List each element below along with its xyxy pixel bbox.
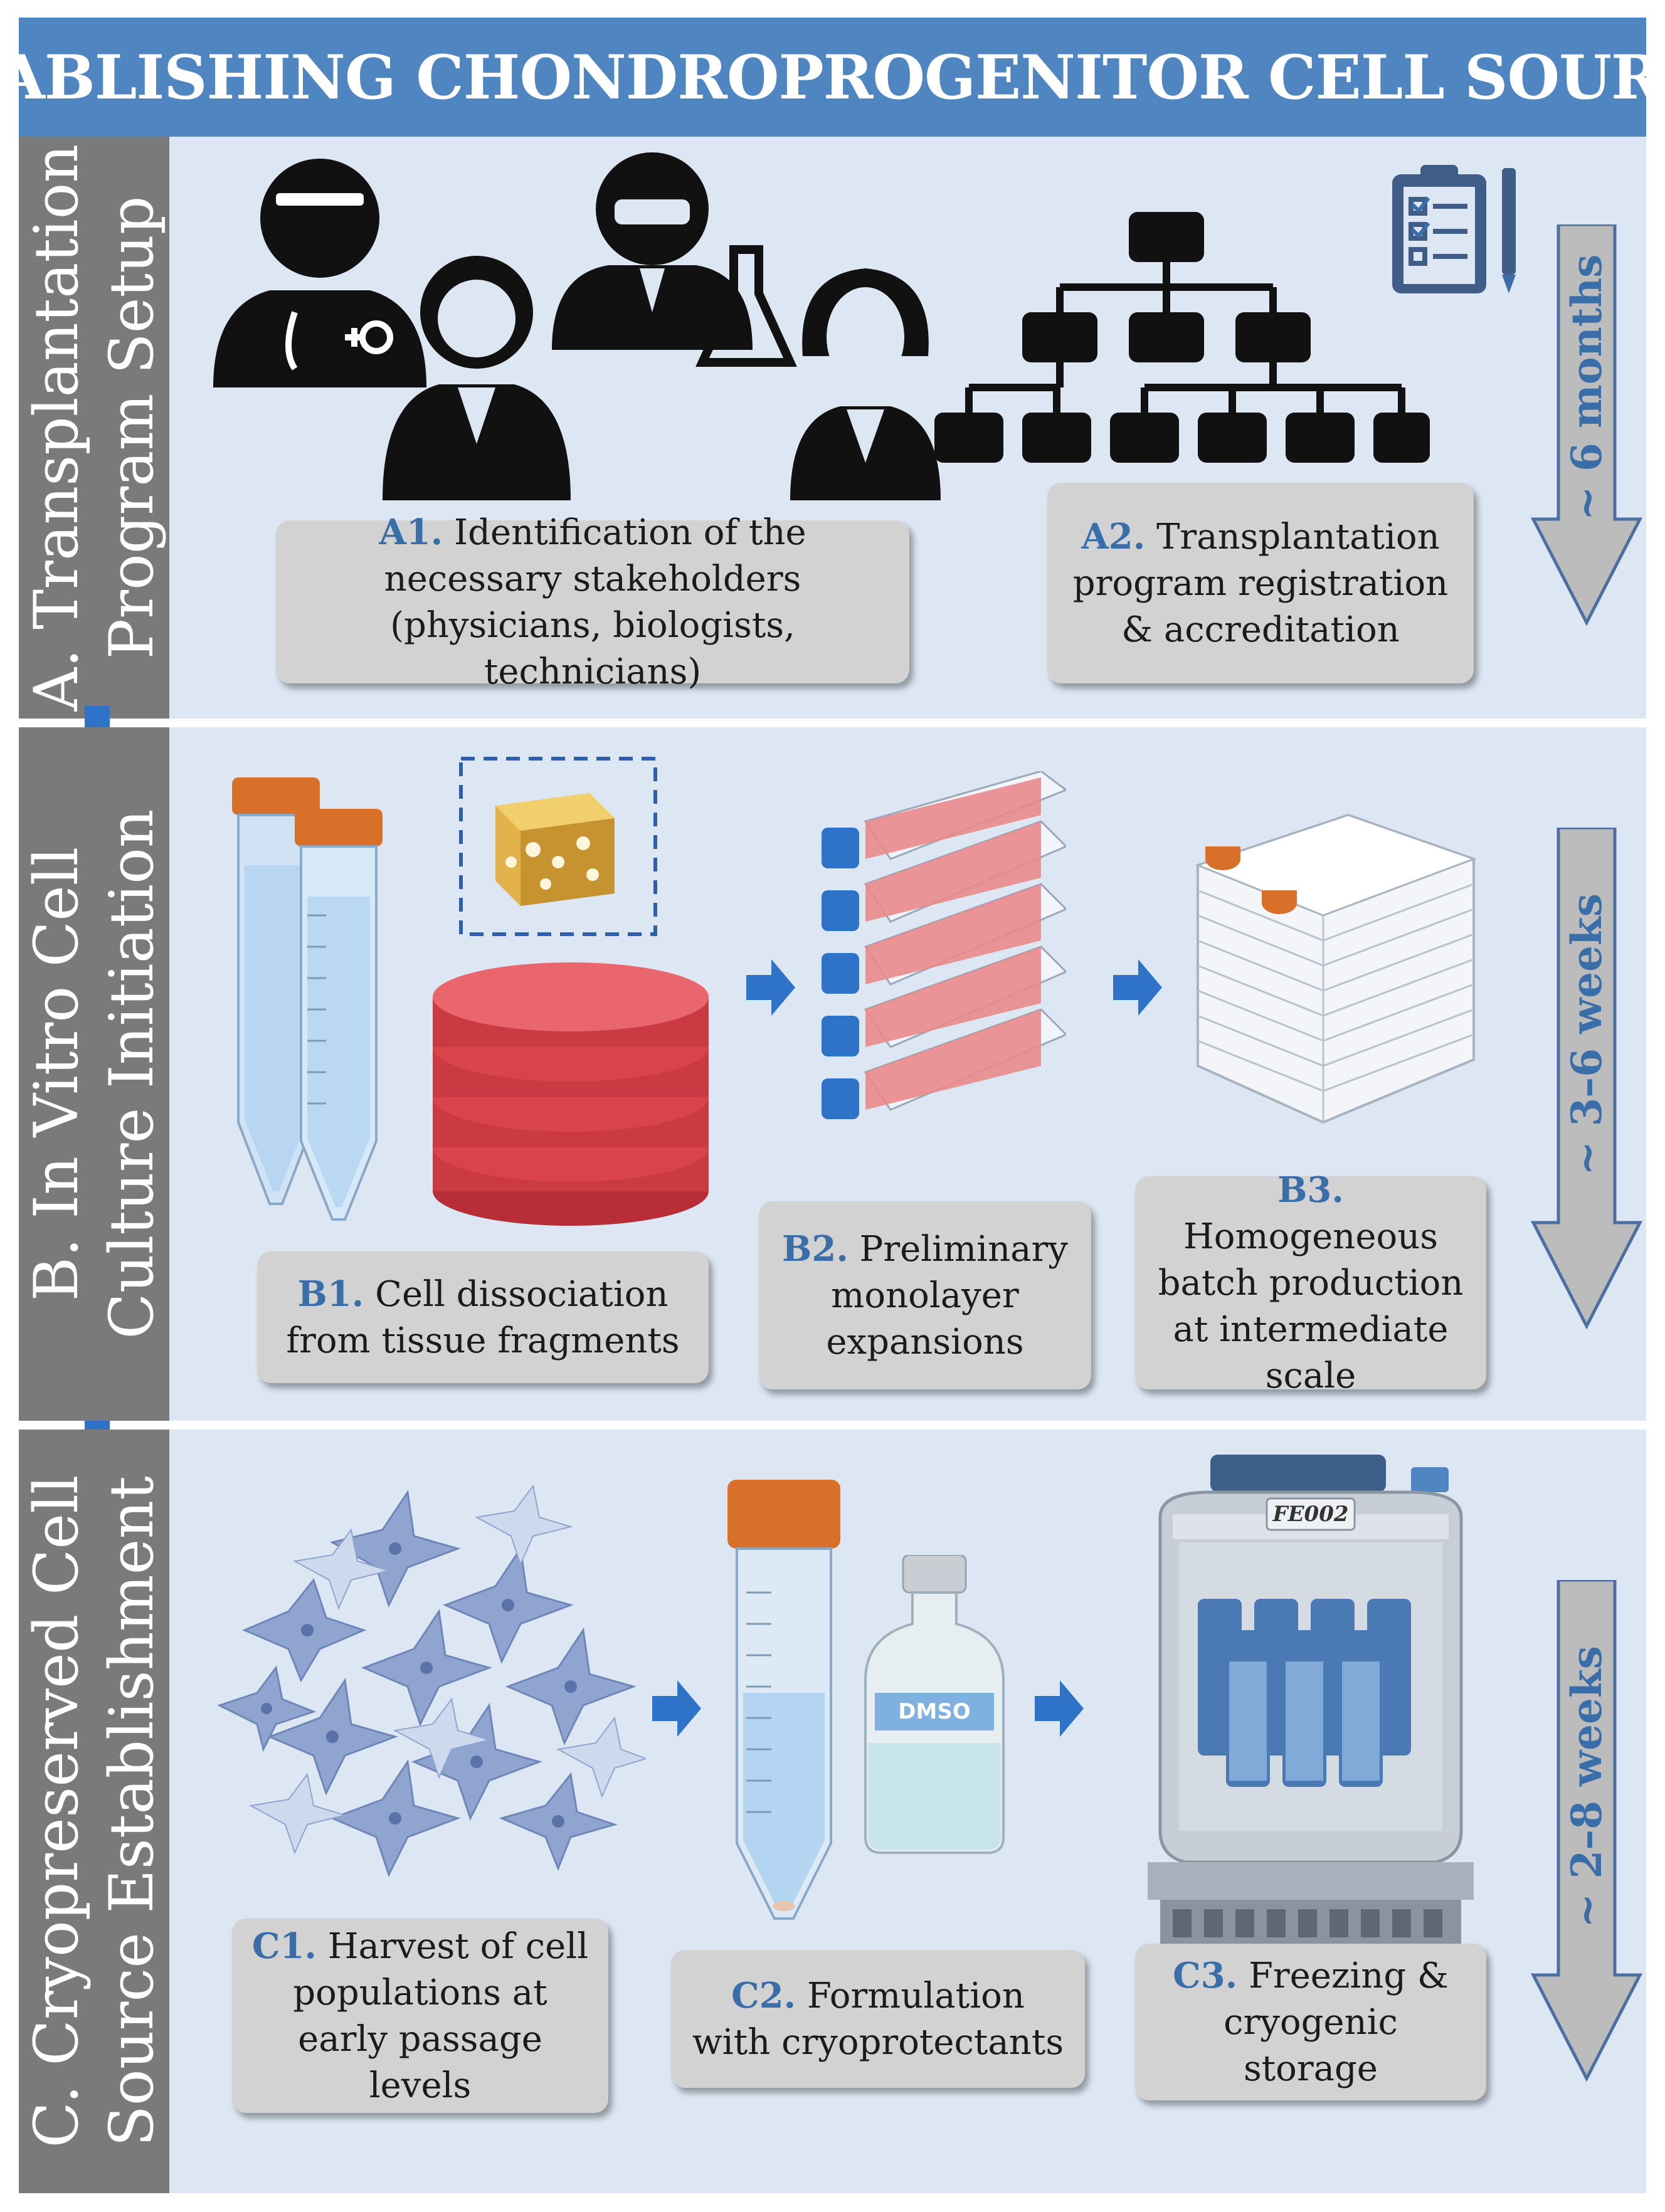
step-b3-text: Homogeneous batch production at intermed…: [1158, 1216, 1464, 1396]
step-c3-text: Freezing & cryogenic storage: [1224, 1955, 1449, 2089]
tank-label: FE002: [1272, 1502, 1348, 1527]
section-a-title-line2: Program Setup: [97, 196, 167, 660]
step-c1-content: C1. Harvest of cell populations at early…: [251, 1923, 589, 2109]
arrow-right-icon: [1035, 1680, 1084, 1737]
step-a1-code: A1.: [379, 511, 443, 553]
culture-flask-stack-icon: [822, 771, 1066, 1119]
section-c-title: C. Cryopreserved Cell Source Establishme…: [19, 1467, 169, 2156]
step-b3-box: B3. Homogeneous batch production at inte…: [1135, 1169, 1486, 1396]
duration-b: ~ 3–6 weeks: [1562, 893, 1611, 1176]
step-b1-code: B1.: [297, 1273, 364, 1315]
section-c-sidebar: C. Cryopreserved Cell Source Establishme…: [19, 1430, 169, 2193]
page-title: ESTABLISHING CHONDROPROGENITOR CELL SOUR…: [0, 41, 1665, 113]
duration-arrow-b: ~ 3–6 weeks: [1530, 828, 1643, 1329]
step-b2-box: B2. Preliminary monolayer expansions: [759, 1201, 1091, 1389]
section-a-title: A. Transplantation Program Setup: [19, 137, 169, 719]
section-b-title-line1: B. In Vitro Cell: [21, 846, 92, 1302]
step-c3-content: C3. Freezing & cryogenic storage: [1154, 1952, 1467, 2092]
clipboard-icon: [1392, 165, 1516, 293]
duration-arrow-c: ~ 2–8 weeks: [1530, 1580, 1643, 2082]
step-c2-content: C2. Formulation with cryoprotectants: [690, 1972, 1066, 2066]
step-c2-text: Formulation with cryoprotectants: [692, 1975, 1064, 2063]
step-c1-code: C1.: [251, 1925, 317, 1967]
duration-c: ~ 2–8 weeks: [1562, 1646, 1611, 1928]
step-b2-code: B2.: [782, 1228, 848, 1270]
step-a2-content: A2. Transplantation program registration…: [1066, 514, 1455, 653]
title-bar: ESTABLISHING CHONDROPROGENITOR CELL SOUR…: [0, 18, 1665, 137]
arrow-down-icon: [1530, 224, 1643, 626]
org-chart-icon: [934, 212, 1430, 463]
duration-a: ~ 6 months: [1562, 254, 1611, 521]
arrow-right-icon: [746, 959, 795, 1016]
cryo-tank-icon: FE002: [1148, 1455, 1474, 1944]
section-b-title: B. In Vitro Cell Culture Initiation: [19, 729, 169, 1419]
step-c2-code: C2.: [731, 1974, 796, 2016]
cell-factory-icon: [1195, 813, 1477, 1124]
petri-dish-stack-icon: [433, 962, 709, 1226]
step-b1-box: B1. Cell dissociation from tissue fragme…: [257, 1251, 709, 1383]
arrow-right-icon: [652, 1680, 701, 1737]
step-c3-box: C3. Freezing & cryogenic storage: [1135, 1944, 1486, 2100]
step-a1-box: A1. Identification of the necessary stak…: [276, 512, 909, 692]
section-a-title-line1: A. Transplantation: [21, 144, 92, 712]
centrifuge-tube-icon: [727, 1480, 840, 1920]
step-c2-box: C2. Formulation with cryoprotectants: [671, 1950, 1085, 2088]
step-b3-content: B3. Homogeneous batch production at inte…: [1154, 1167, 1467, 1399]
section-a-sidebar: A. Transplantation Program Setup: [19, 137, 169, 719]
step-b1-content: B1. Cell dissociation from tissue fragme…: [276, 1271, 690, 1364]
step-b1-text: Cell dissociation from tissue fragments: [286, 1273, 680, 1361]
section-b-sidebar: B. In Vitro Cell Culture Initiation: [19, 727, 169, 1421]
arrow-down-icon: [1530, 828, 1643, 1329]
dmso-bottle-icon: DMSO: [864, 1555, 1005, 1854]
step-a1-content: A1. Identification of the necessary stak…: [295, 509, 891, 695]
section-c: C. Cryopreserved Cell Source Establishme…: [19, 1430, 1646, 2193]
dmso-label: DMSO: [898, 1699, 970, 1724]
step-c3-code: C3.: [1173, 1954, 1238, 1996]
step-a2-box: A2. Transplantation program registration…: [1047, 483, 1474, 683]
cells-icon: [217, 1484, 646, 1877]
centrifuge-tube-icon: [232, 777, 383, 1221]
step-b2-content: B2. Preliminary monolayer expansions: [778, 1226, 1072, 1366]
section-a: A. Transplantation Program Setup: [19, 137, 1646, 719]
section-c-title-line1: C. Cryopreserved Cell: [21, 1475, 92, 2148]
arrow-right-icon: [1113, 959, 1162, 1016]
step-a2-text: Transplantation program registration & a…: [1072, 516, 1449, 650]
step-c1-box: C1. Harvest of cell populations at early…: [232, 1919, 608, 2113]
people-icon: [213, 152, 941, 500]
section-b-title-line2: Culture Initiation: [97, 809, 167, 1339]
step-b2-text: Preliminary monolayer expansions: [826, 1228, 1068, 1362]
arrow-down-icon: [1530, 1580, 1643, 2082]
duration-arrow-a: ~ 6 months: [1530, 224, 1643, 626]
step-b3-code: B3.: [1277, 1169, 1344, 1211]
section-c-title-line2: Source Establishment: [97, 1476, 167, 2147]
section-b: B. In Vitro Cell Culture Initiation: [19, 727, 1646, 1421]
step-a1-text: Identification of the necessary stakehol…: [384, 512, 806, 692]
step-a2-code: A2.: [1081, 515, 1146, 557]
tissue-fragment-icon: [459, 757, 657, 936]
step-c1-text: Harvest of cell populations at early pas…: [293, 1925, 589, 2106]
